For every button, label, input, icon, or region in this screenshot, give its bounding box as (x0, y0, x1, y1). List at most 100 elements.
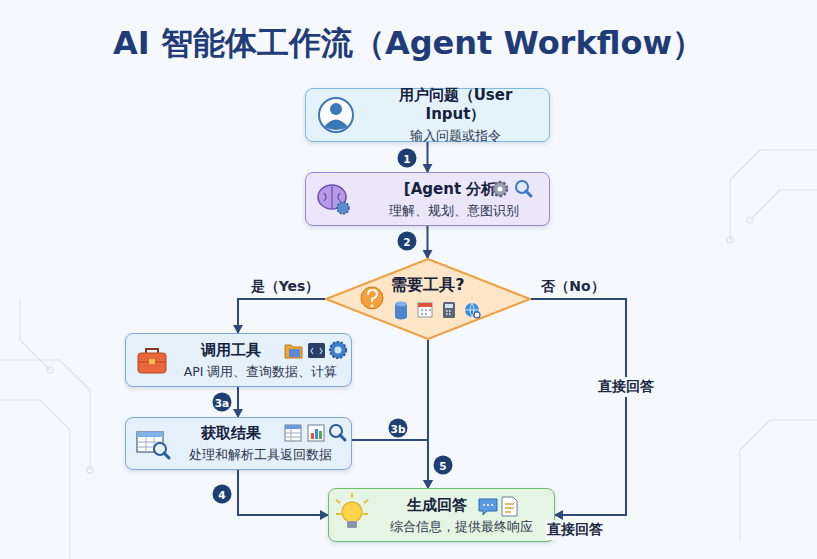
node-body: 处理和解析工具返回数据 (189, 446, 332, 463)
magnifier-icon (330, 425, 345, 440)
calculator-icon (443, 302, 455, 318)
process-box: 调用工具API 调用、查询数据、计算 (125, 333, 352, 387)
node-heading: 获取结果 (201, 424, 321, 443)
callout-number: 2 (398, 232, 417, 251)
document-icon (505, 504, 514, 512)
circuit-lines (87, 467, 93, 473)
table-search-icon (137, 432, 163, 452)
brain-icon (318, 185, 346, 209)
sheet-icon (285, 425, 301, 429)
gear-icon (498, 187, 503, 192)
flow-arrow (238, 470, 328, 515)
circuit-lines (47, 367, 53, 373)
calendar-icon (418, 303, 432, 317)
brain-icon (318, 185, 349, 214)
callout-number: 5 (434, 456, 453, 475)
flow-arrow (427, 142, 429, 172)
magnifier-icon (340, 435, 345, 440)
magnifier-icon (330, 425, 342, 437)
toolbox-icon (138, 353, 166, 373)
sheet-icon (285, 425, 301, 441)
circuit-lines (747, 217, 753, 223)
calculator-icon (445, 304, 453, 308)
question-icon (368, 290, 377, 302)
brain-icon (337, 202, 349, 214)
code-icon (311, 348, 322, 354)
magnifier-icon (516, 181, 531, 196)
globe-icon (465, 303, 480, 318)
api-icon (330, 342, 346, 358)
chat-icon (479, 499, 497, 515)
database-icon (395, 302, 407, 307)
process-box: [Agent 分析] 理解、规划、意图识别 (305, 172, 550, 226)
calendar-icon (418, 303, 432, 317)
api-icon (330, 342, 346, 358)
chart-icon (319, 431, 322, 439)
flow-arrow (237, 387, 239, 417)
circuit-lines (740, 420, 817, 540)
table-search-icon (164, 453, 169, 458)
toolbox-icon (138, 362, 166, 363)
magnifier-icon (526, 191, 531, 196)
circuit-lines (0, 150, 817, 559)
node-heading: 调用工具 (201, 341, 321, 360)
node-heading: [Agent 分析] (404, 180, 503, 199)
magnifier-icon (516, 181, 528, 193)
toolbox-icon (149, 359, 155, 364)
code-icon (308, 343, 325, 358)
node-body: 输入问题或指令 (410, 127, 501, 144)
question-icon (371, 305, 374, 308)
brain-icon (324, 186, 340, 208)
user-icon (330, 103, 342, 115)
globe-icon (465, 303, 479, 317)
database-icon (395, 304, 407, 317)
bulb-icon (336, 493, 368, 528)
calculator-icon (443, 302, 455, 318)
bulb-icon (347, 521, 357, 528)
diagram-title: AI 智能体工作流（Agent Workflow） (0, 22, 817, 66)
toolbox-icon (138, 349, 166, 373)
flow-arrow (238, 299, 325, 333)
callout-number: 4 (213, 485, 232, 504)
calculator-icon (446, 311, 451, 314)
database-icon (395, 315, 407, 320)
folder-icon (285, 345, 302, 358)
decision-diamond: 需要工具? (325, 258, 531, 340)
circuit-lines (750, 190, 817, 220)
table-search-icon (137, 437, 163, 452)
bulb-icon (336, 493, 368, 514)
chart-icon (315, 429, 318, 439)
bulb-icon (342, 502, 362, 522)
process-box: 获取结果处理和解析工具返回数据 (125, 417, 352, 470)
document-icon (502, 497, 517, 516)
callout-number: 3a (213, 393, 232, 412)
flow-arrow (427, 226, 429, 258)
input-box: 用户问题（User Input）输入问题或指令 (305, 88, 550, 142)
calendar-icon (421, 310, 431, 314)
callout-number: 1 (398, 149, 417, 168)
chart-icon (308, 425, 324, 441)
node-body: 理解、规划、意图识别 (389, 202, 519, 219)
api-icon (335, 347, 342, 354)
node-body: 综合信息，提供最终响应 (390, 518, 533, 535)
flow-arrow (352, 440, 428, 488)
chart-icon (311, 433, 314, 439)
document-icon (502, 497, 517, 516)
globe-icon (465, 303, 479, 317)
database-icon (395, 302, 407, 320)
sheet-icon (285, 429, 301, 441)
globe-icon (474, 312, 480, 318)
chart-icon (308, 425, 324, 441)
circuit-lines (0, 400, 70, 559)
calendar-icon (418, 303, 432, 307)
user-icon (324, 120, 348, 131)
gear-icon (493, 182, 507, 196)
chat-icon (479, 499, 497, 515)
callout-number: 3b (389, 419, 408, 438)
circuit-lines (727, 237, 733, 243)
question-icon (361, 287, 383, 309)
edge-label: 否（No） (541, 278, 604, 296)
folder-icon (285, 345, 302, 358)
